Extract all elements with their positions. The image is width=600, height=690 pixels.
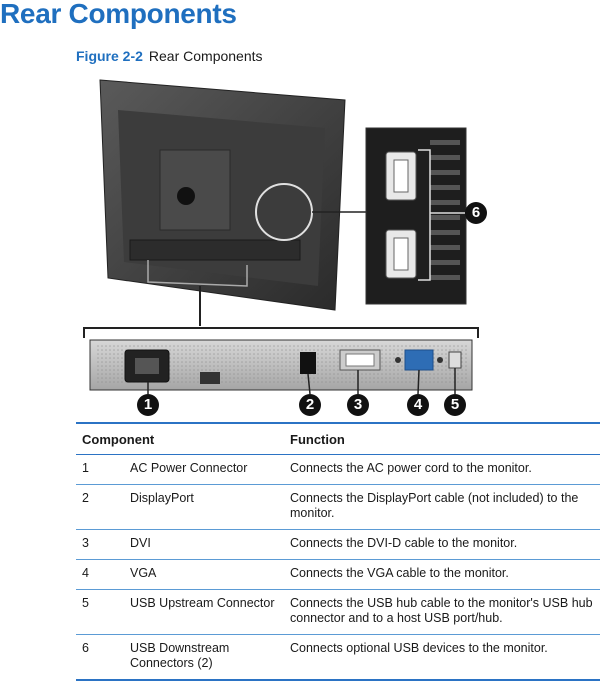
- callout-1: 1: [137, 394, 159, 416]
- header-component: Component: [76, 422, 284, 455]
- row-function: Connects the USB hub cable to the monito…: [284, 589, 600, 635]
- row-function: Connects optional USB devices to the mon…: [284, 634, 600, 681]
- row-component: USB Downstream Connectors (2): [124, 634, 284, 681]
- row-component: VGA: [124, 559, 284, 590]
- row-function: Connects the DVI-D cable to the monitor.: [284, 529, 600, 560]
- connector-panel: [89, 339, 473, 395]
- rear-components-figure: 1 2 3 4 5 6: [83, 79, 487, 416]
- row-component: USB Upstream Connector: [124, 589, 284, 635]
- components-table: Component Function 1 AC Power Connector …: [76, 422, 600, 681]
- monitor-illustration: [83, 79, 479, 395]
- row-function: Connects the VGA cable to the monitor.: [284, 559, 600, 590]
- table-row: 1 AC Power Connector Connects the AC pow…: [76, 454, 600, 485]
- table-row: 3 DVI Connects the DVI-D cable to the mo…: [76, 529, 600, 560]
- table-row: 2 DisplayPort Connects the DisplayPort c…: [76, 484, 600, 530]
- row-component: DVI: [124, 529, 284, 560]
- row-component: DisplayPort: [124, 484, 284, 530]
- callout-2: 2: [299, 394, 321, 416]
- page-heading: Rear Components: [0, 0, 237, 29]
- callout-5: 5: [444, 394, 466, 416]
- row-number: 6: [76, 634, 124, 681]
- row-function: Connects the AC power cord to the monito…: [284, 454, 600, 485]
- callout-4: 4: [407, 394, 429, 416]
- usb-zoom-inset: [365, 127, 467, 305]
- callout-3: 3: [347, 394, 369, 416]
- row-number: 2: [76, 484, 124, 530]
- figure-caption: Figure 2-2 Rear Components: [76, 48, 263, 64]
- table-row: 4 VGA Connects the VGA cable to the moni…: [76, 559, 600, 590]
- row-number: 5: [76, 589, 124, 635]
- row-number: 1: [76, 454, 124, 485]
- table-row: 6 USB Downstream Connectors (2) Connects…: [76, 634, 600, 681]
- row-number: 4: [76, 559, 124, 590]
- figure-caption-text: Rear Components: [148, 48, 263, 64]
- table-header-row: Component Function: [76, 422, 600, 455]
- row-component: AC Power Connector: [124, 454, 284, 485]
- callout-6: 6: [465, 202, 487, 224]
- table-row: 5 USB Upstream Connector Connects the US…: [76, 589, 600, 635]
- row-function: Connects the DisplayPort cable (not incl…: [284, 484, 600, 530]
- monitor-back: [99, 79, 366, 326]
- figure-number: Figure 2-2: [76, 48, 143, 64]
- header-function: Function: [284, 422, 600, 455]
- row-number: 3: [76, 529, 124, 560]
